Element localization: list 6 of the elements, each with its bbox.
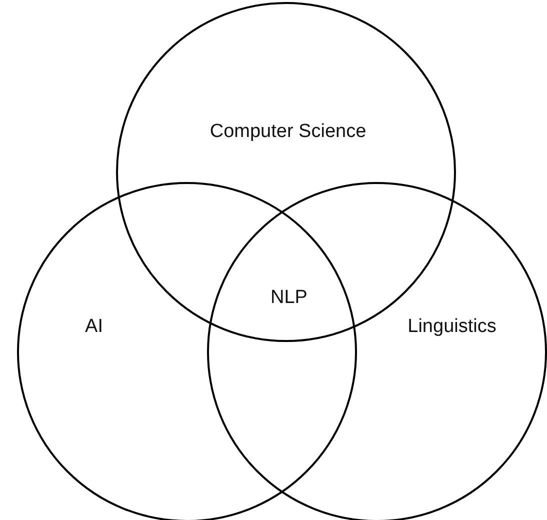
- venn-circle: [17, 182, 357, 520]
- circle-label: Computer Science: [210, 121, 366, 143]
- venn-circle: [207, 182, 547, 520]
- circle-label: Linguistics: [408, 316, 496, 338]
- circle-label: AI: [85, 316, 103, 338]
- intersection-label: NLP: [270, 287, 308, 309]
